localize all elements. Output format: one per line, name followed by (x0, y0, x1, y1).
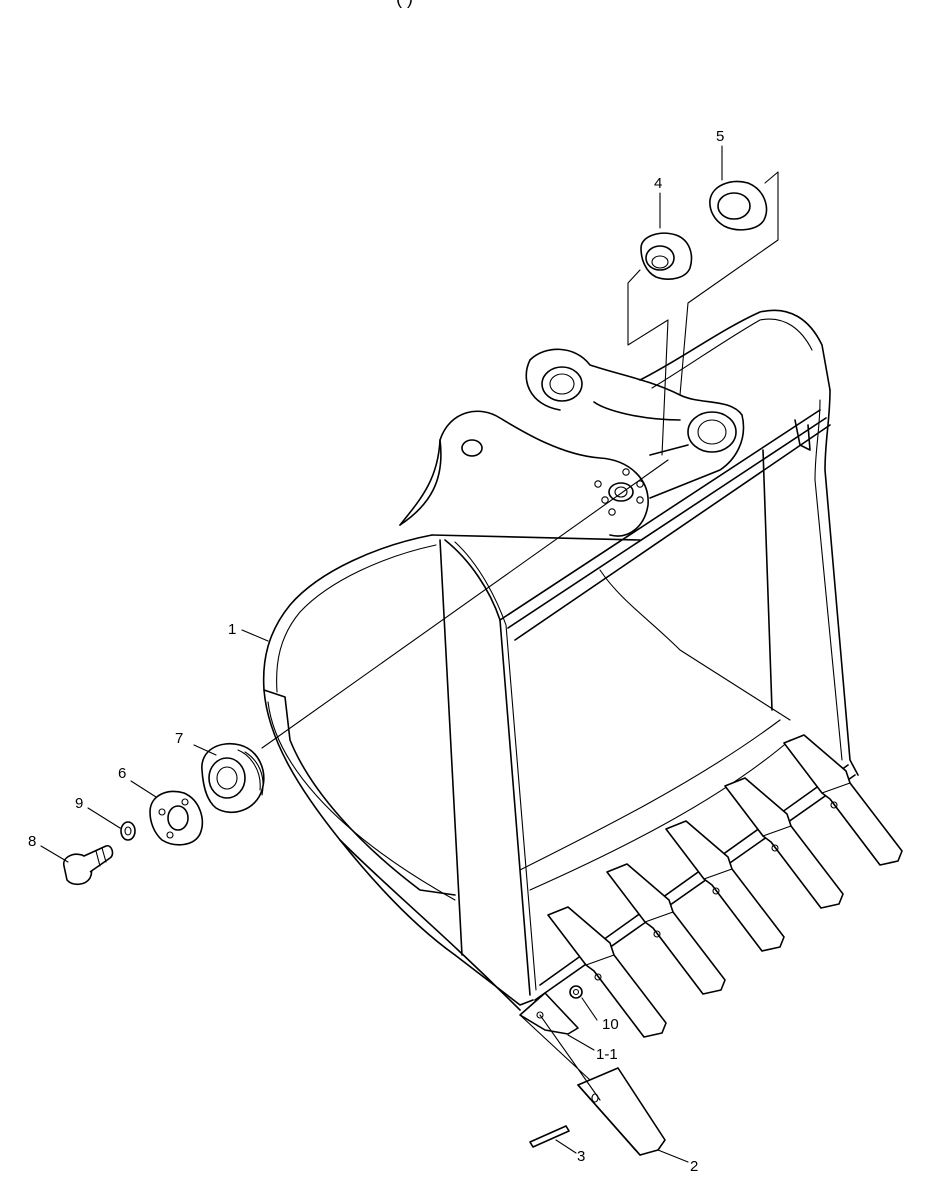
bolt-10 (569, 985, 583, 999)
bushing-5 (709, 180, 768, 231)
bushing-4 (640, 232, 693, 280)
bucket-tooth (606, 863, 726, 995)
callout-10: 10 (602, 1016, 619, 1033)
washer-9 (120, 821, 136, 841)
bucket-bracket (399, 348, 745, 537)
bucket-tooth (665, 820, 785, 952)
pin-3 (529, 1125, 570, 1148)
callout-leaders (40, 145, 723, 1163)
plate-6 (149, 790, 204, 846)
boss-7 (201, 743, 265, 814)
adapter-1-1 (519, 992, 579, 1035)
bucket-body (262, 309, 859, 1011)
bushing-leader-brackets (627, 171, 779, 456)
pin-axis-line (261, 459, 669, 749)
bucket-tooth (783, 734, 903, 866)
callout-8: 8 (28, 833, 36, 850)
callout-7: 7 (175, 730, 183, 747)
callout-6: 6 (118, 765, 126, 782)
callout-2: 2 (690, 1158, 698, 1175)
bucket-tooth (547, 906, 667, 1038)
bucket-tooth (724, 777, 844, 909)
callout-9: 9 (75, 795, 83, 812)
callout-1: 1 (228, 621, 236, 638)
tooth-leader-line (519, 1014, 601, 1101)
header-fragment: ( ) (396, 0, 413, 8)
teeth-row (547, 734, 903, 1038)
callout-4: 4 (654, 175, 662, 192)
callout-5: 5 (716, 128, 724, 145)
bolt-8 (62, 845, 114, 886)
callout-3: 3 (577, 1148, 585, 1165)
tooth-2 (577, 1067, 666, 1156)
callout-1-1: 1-1 (596, 1046, 618, 1063)
